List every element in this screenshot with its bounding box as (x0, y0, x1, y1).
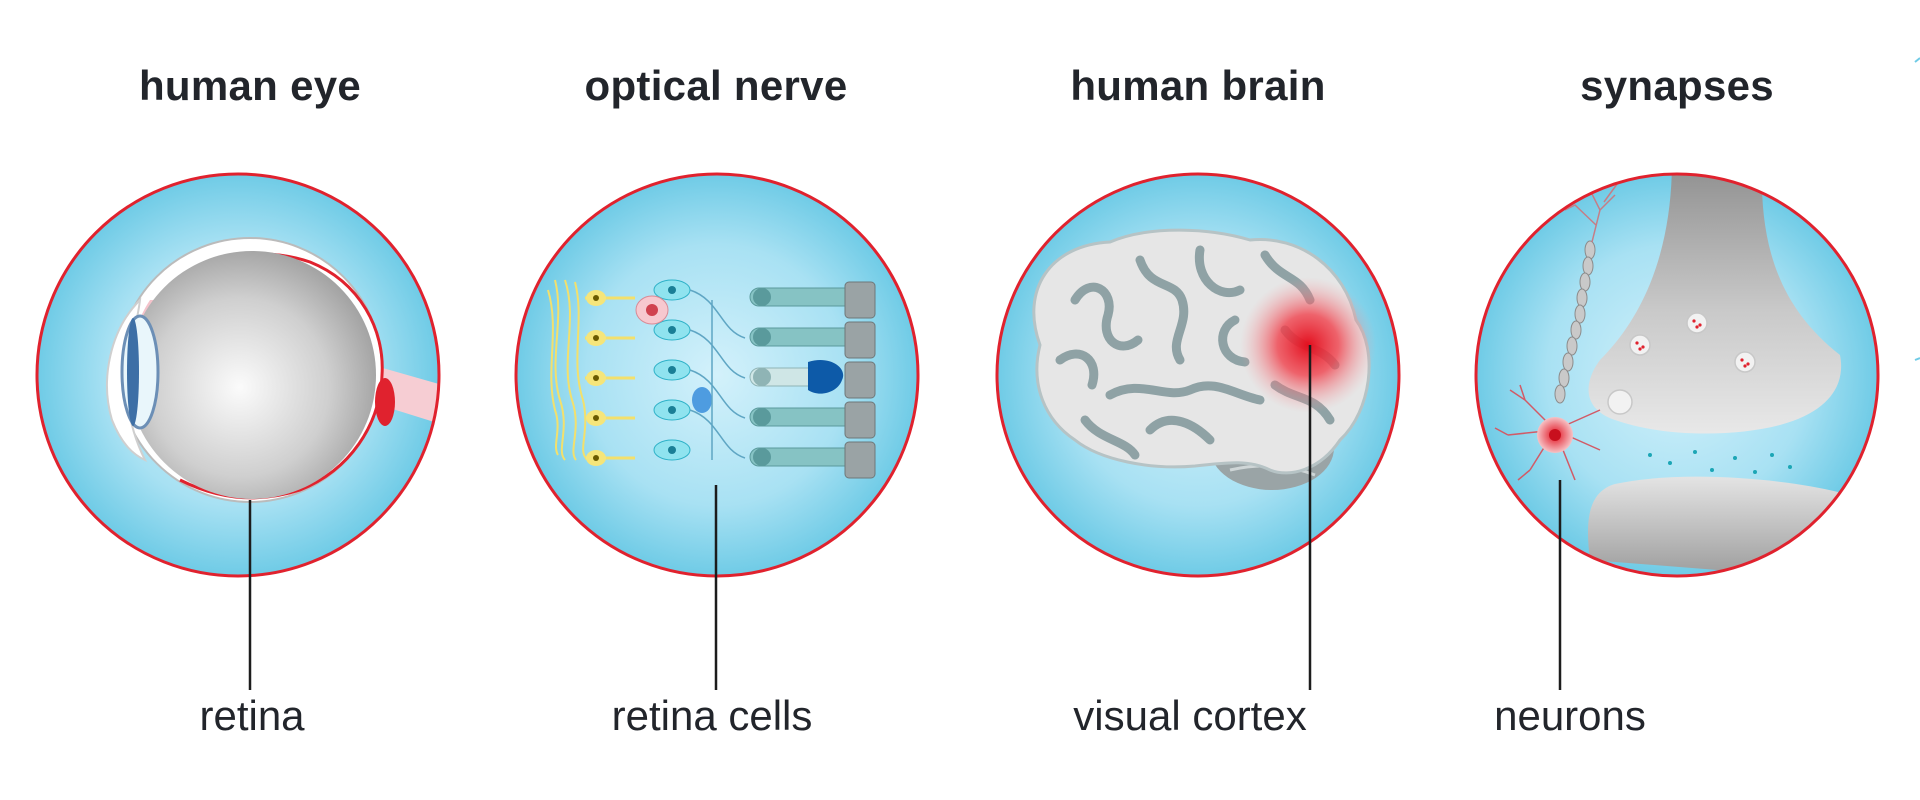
panel-title-optical-nerve: optical nerve (584, 62, 848, 109)
synapse-illustration (1474, 172, 1880, 578)
human-eye-illustration (35, 172, 441, 578)
label-retina-cells: retina cells (611, 692, 813, 739)
retina-cells-illustration (514, 172, 920, 578)
label-neurons: neurons (1494, 692, 1646, 739)
panel-title-synapses: synapses (1580, 62, 1774, 109)
label-retina: retina (199, 692, 305, 739)
label-visual-cortex: visual cortex (1073, 692, 1307, 739)
edge-decoration (1914, 57, 1920, 361)
panel-title-human-eye: human eye (138, 62, 362, 109)
human-brain-illustration (995, 172, 1401, 578)
panel-title-human-brain: human brain (1070, 62, 1326, 109)
